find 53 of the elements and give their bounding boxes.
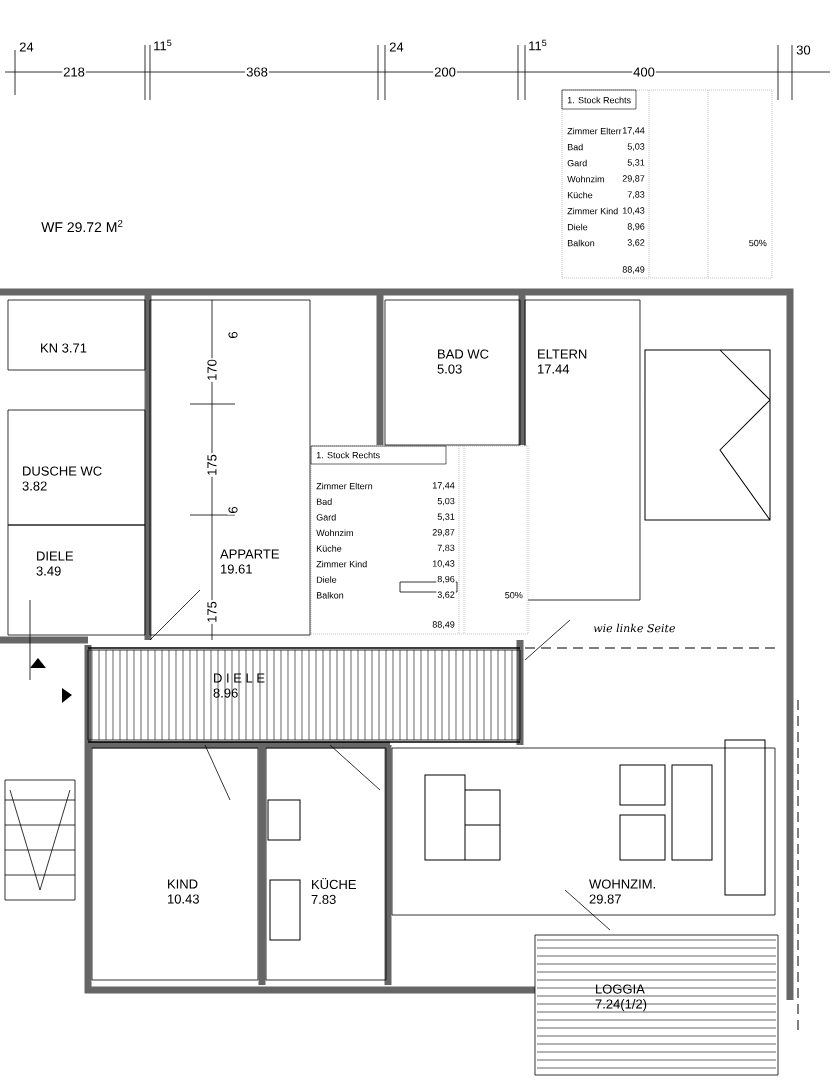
dimension-text: 24 <box>18 41 35 53</box>
table-cell: Diele <box>566 222 589 232</box>
table-cell: 1. Stock Rechts <box>566 95 633 105</box>
table-cell: Gard <box>566 158 589 168</box>
table-cell: 29,87 <box>431 528 456 538</box>
dimension-text: 175 <box>206 453 218 477</box>
table-cell: 3,62 <box>436 590 456 600</box>
dimension-text: 11$^{5}$ <box>152 38 174 52</box>
table-cell: 10,43 <box>621 206 646 216</box>
room: WOHNZIM. 29.87 <box>391 747 776 916</box>
dimension-text: 368 <box>245 66 269 78</box>
room: LOGGIA 7.24(1/2) <box>534 934 779 1076</box>
table-cell: 7,83 <box>626 190 646 200</box>
dimension-text: 11$^{5}$ <box>527 38 549 52</box>
dimension-text: 175 <box>206 600 218 624</box>
dimension-text: 218 <box>62 66 86 78</box>
dimension-text: 200 <box>433 66 457 78</box>
table-cell: Balkon <box>566 238 596 248</box>
table-cell: 5,03 <box>436 496 456 507</box>
area-note: WF 29.72 M$^{2}$ <box>40 218 125 234</box>
dimension-text: 6 <box>227 330 239 340</box>
table-cell: 10,43 <box>431 559 456 569</box>
room: DIELE 3.49 <box>7 524 146 636</box>
room: BAD WC 5.03 <box>384 299 521 446</box>
table-cell: 5,03 <box>626 142 646 152</box>
dimension-text: 6 <box>227 505 239 515</box>
room: KIND 10.43 <box>91 747 259 981</box>
dimension-text: 400 <box>632 66 656 78</box>
dimension-text: 170 <box>206 358 218 382</box>
table-cell: 8,96 <box>436 574 456 585</box>
table-cell: 3,62 <box>626 238 646 248</box>
table-cell: 5,31 <box>436 512 456 522</box>
table-cell: Zimmer Kind <box>566 206 620 216</box>
table-cell: Wohnzim <box>566 174 606 184</box>
table-cell: 7,83 <box>436 543 456 554</box>
table-cell: 17,44 <box>621 126 646 136</box>
table-cell: 8,96 <box>626 222 646 232</box>
handwritten-note: wie linke Seite <box>592 622 677 634</box>
dimension-text: 24 <box>388 41 405 53</box>
table-cell: Bad <box>566 142 585 152</box>
table-cell: Küche <box>566 190 594 200</box>
table-cell: 5,31 <box>626 158 646 168</box>
table-cell: 88,49 <box>431 620 456 630</box>
room: DUSCHE WC 3.82 <box>7 409 146 526</box>
table-cell: 29,87 <box>621 174 646 184</box>
room: D I E L E 8.96 <box>87 649 521 741</box>
table-cell: 17,44 <box>431 481 456 491</box>
dimension-text: 30 <box>795 44 812 56</box>
table-cell: 88,49 <box>621 265 646 275</box>
table-cell: 50% <box>747 238 768 248</box>
table-cell: 1. Stock Rechts <box>315 450 382 460</box>
room: KÜCHE 7.83 <box>265 747 387 981</box>
room: KN 3.71 <box>7 299 146 371</box>
